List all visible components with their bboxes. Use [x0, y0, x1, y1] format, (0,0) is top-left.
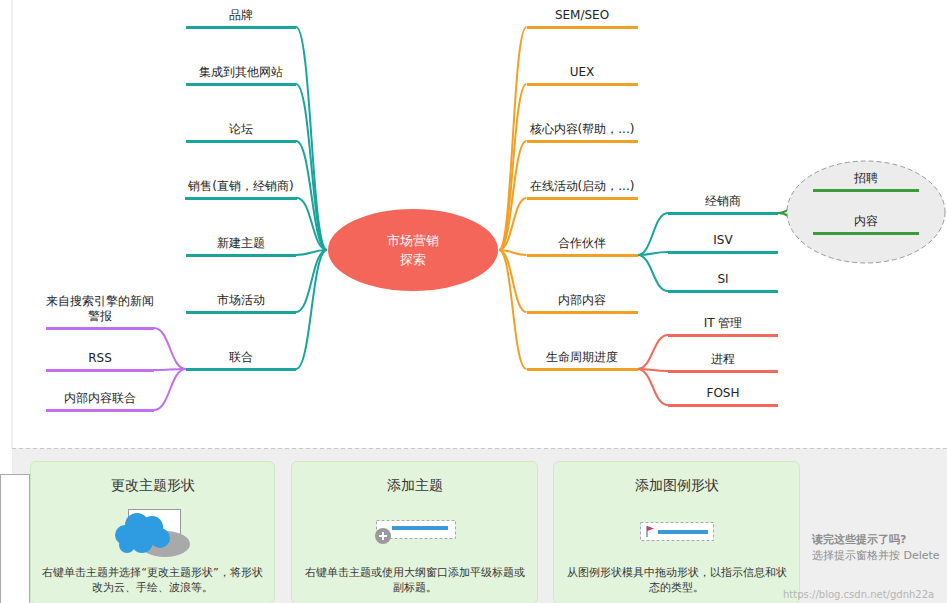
topic-text: 在线活动(启动，...) [530, 179, 635, 194]
topic-text: ISV [713, 233, 732, 248]
topic-text: 市场活动 [217, 293, 265, 308]
topic: 内部内容联合 [46, 387, 154, 412]
branch-connector [638, 255, 669, 291]
topic: ISV [668, 229, 778, 254]
topic: 进程 [668, 348, 778, 373]
topic: IT 管理 [668, 312, 778, 337]
tips-note: 读完这些提示了吗? [812, 533, 906, 547]
topic: 品牌 [186, 4, 296, 29]
boundary-ellipse: 招聘内容 [786, 160, 946, 264]
central-topic: 市场营销 探索 [327, 208, 499, 292]
topic: RSS [46, 347, 154, 372]
tip-card: 添加主题右键单击主题或使用大纲窗口添加平级标题或副标题。 [291, 461, 538, 603]
topic: 经销商 [668, 190, 778, 215]
branch-connector [499, 141, 527, 250]
branch-connector [296, 84, 327, 250]
topic: 内部内容 [527, 289, 638, 314]
branch-connector [499, 198, 527, 250]
side-panel [1, 475, 30, 603]
topic-text: 生命周期进度 [546, 350, 618, 365]
topic-text: 内容 [854, 214, 878, 229]
branch-connector [154, 369, 186, 410]
topic-text: 新建主题 [217, 236, 265, 251]
topic: 在线活动(启动，...) [527, 175, 638, 200]
topic: 市场活动 [186, 289, 296, 314]
branch-connector [297, 198, 327, 250]
topic-text: 合作伙伴 [558, 236, 606, 251]
branch-connector [296, 250, 327, 369]
card-body: 从图例形状模具中拖动形状，以指示信息和状态的类型。 [564, 565, 789, 595]
topic: 新建主题 [186, 232, 296, 257]
card-heading: 添加图例形状 [635, 476, 719, 494]
topic: SI [668, 268, 778, 293]
topic: 来自搜索引擎的新闻警报 [46, 294, 154, 330]
topic-text: SI [717, 272, 728, 287]
topic-text: IT 管理 [704, 316, 743, 331]
pane-edge [12, 0, 13, 448]
topic: UEX [527, 61, 638, 86]
card-body: 右键单击主题并选择“更改主题形状”，将形状改为云、手绘、波浪等。 [40, 565, 265, 595]
topic: FOSH [668, 382, 778, 407]
topic-text: 来自搜索引擎的新闻警报 [46, 294, 154, 324]
topic: 论坛 [186, 118, 296, 143]
tip-card: 更改主题形状右键单击主题并选择“更改主题形状”，将形状改为云、手绘、波浪等。 [30, 461, 275, 603]
branch-connector [638, 213, 669, 255]
topic-text: 销售(直销，经销商) [188, 179, 293, 194]
topic: 销售(直销，经销商) [185, 175, 297, 200]
topic-text: 内部内容联合 [64, 391, 136, 406]
topic-text: 核心内容(帮助，...) [530, 122, 635, 137]
tips-pane [12, 448, 947, 603]
topic: 合作伙伴 [527, 232, 638, 257]
branch-connector [296, 27, 327, 250]
topic-text: 集成到其他网站 [199, 65, 283, 80]
tip-card: 添加图例形状从图例形状模具中拖动形状，以指示信息和状态的类型。 [553, 461, 800, 603]
topic-text: 招聘 [854, 171, 878, 186]
topic-text: 论坛 [229, 122, 253, 137]
card-heading: 添加主题 [387, 476, 443, 494]
topic: SEM/SEO [527, 4, 638, 29]
topic: 生命周期进度 [527, 346, 638, 371]
topic: 招聘 [813, 167, 919, 192]
branch-connector [499, 84, 527, 250]
topic-text: FOSH [707, 386, 740, 401]
branch-connector [638, 252, 669, 255]
pane-divider [12, 448, 947, 449]
branch-connector [638, 335, 669, 369]
topic-text: 品牌 [229, 8, 253, 23]
branch-connector [296, 141, 327, 250]
topic-text: 进程 [711, 352, 735, 367]
ellipse-shape [327, 208, 499, 292]
tips-note: 选择提示窗格并按 Delete [812, 549, 940, 563]
topic-text: 经销商 [705, 194, 741, 209]
topic-text: 内部内容 [558, 293, 606, 308]
topic: 内容 [813, 210, 919, 235]
watermark: https://blog.csdn.net/gdnh22a [783, 588, 934, 602]
topic: 集成到其他网站 [186, 61, 296, 86]
branch-connector [154, 328, 186, 369]
card-heading: 更改主题形状 [111, 476, 195, 494]
topic: 核心内容(帮助，...) [527, 118, 638, 143]
topic-text: 市场营销 探索 [383, 231, 443, 269]
branch-connector [638, 369, 669, 405]
topic: 联合 [186, 346, 296, 371]
topic-text: SEM/SEO [555, 8, 609, 23]
topic-text: RSS [88, 351, 112, 366]
topic-text: UEX [570, 65, 595, 80]
branch-connector [499, 250, 527, 369]
topic-text: 联合 [229, 350, 253, 365]
card-body: 右键单击主题或使用大纲窗口添加平级标题或副标题。 [302, 565, 527, 595]
branch-connector [499, 27, 527, 250]
